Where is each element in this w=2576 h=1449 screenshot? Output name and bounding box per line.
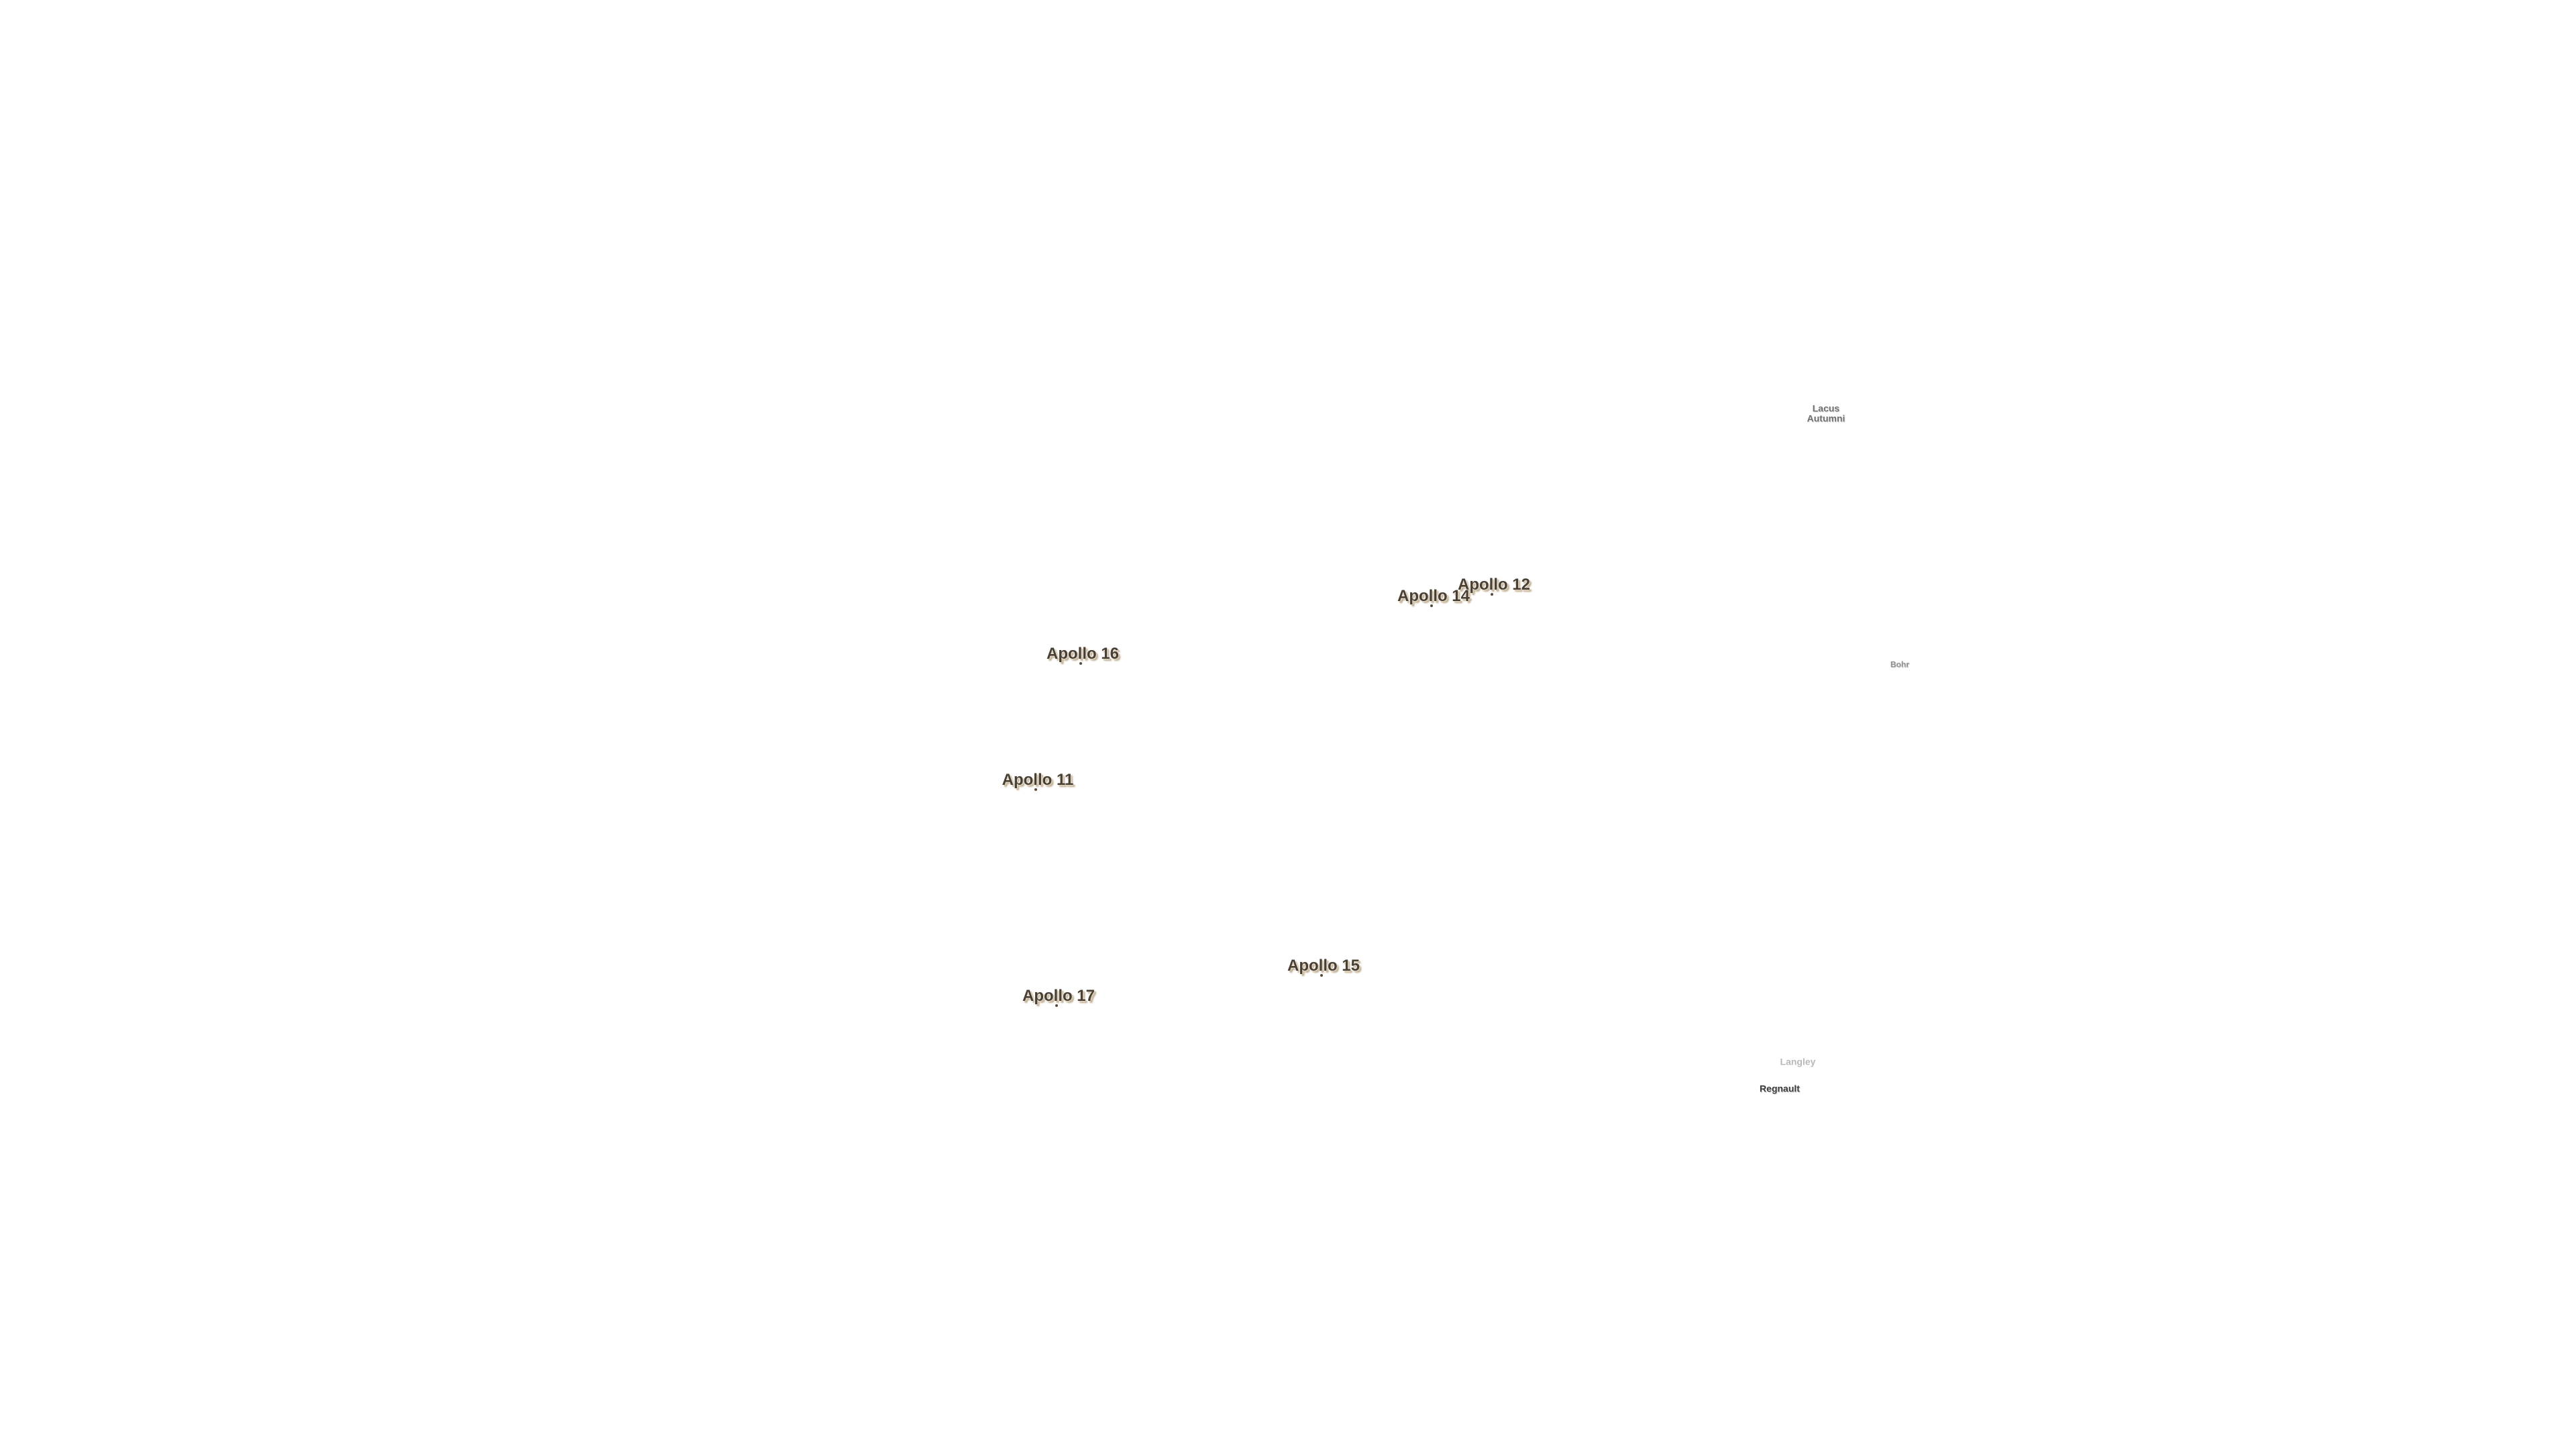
landing-site-marker-apollo-12 xyxy=(1491,593,1493,596)
landing-site-apollo-15[interactable]: Apollo 15 xyxy=(1287,956,1360,975)
feature-langley[interactable]: Langley xyxy=(1780,1056,1816,1067)
landing-site-apollo-17[interactable]: Apollo 17 xyxy=(1022,986,1095,1005)
landing-site-apollo-14[interactable]: Apollo 14 xyxy=(1397,586,1470,605)
feature-lacus-autumni[interactable]: Lacus Autumni xyxy=(1807,402,1845,425)
feature-lacus-autumni-line1: Lacus xyxy=(1812,402,1840,414)
landing-site-apollo-11[interactable]: Apollo 11 xyxy=(1002,770,1074,789)
feature-lacus-autumni-line2: Autumni xyxy=(1807,413,1845,424)
landing-site-marker-apollo-11 xyxy=(1034,788,1037,791)
feature-regnault[interactable]: Regnault xyxy=(1760,1083,1800,1094)
landing-site-apollo-16[interactable]: Apollo 16 xyxy=(1046,644,1120,663)
landing-site-marker-apollo-16 xyxy=(1079,662,1082,665)
landing-site-apollo-12[interactable]: Apollo 12 xyxy=(1457,575,1531,594)
landing-site-marker-apollo-17 xyxy=(1055,1004,1058,1007)
feature-bohr[interactable]: Bohr xyxy=(1890,659,1909,669)
landing-site-marker-apollo-14 xyxy=(1430,604,1433,607)
landing-site-marker-apollo-15 xyxy=(1320,974,1323,977)
